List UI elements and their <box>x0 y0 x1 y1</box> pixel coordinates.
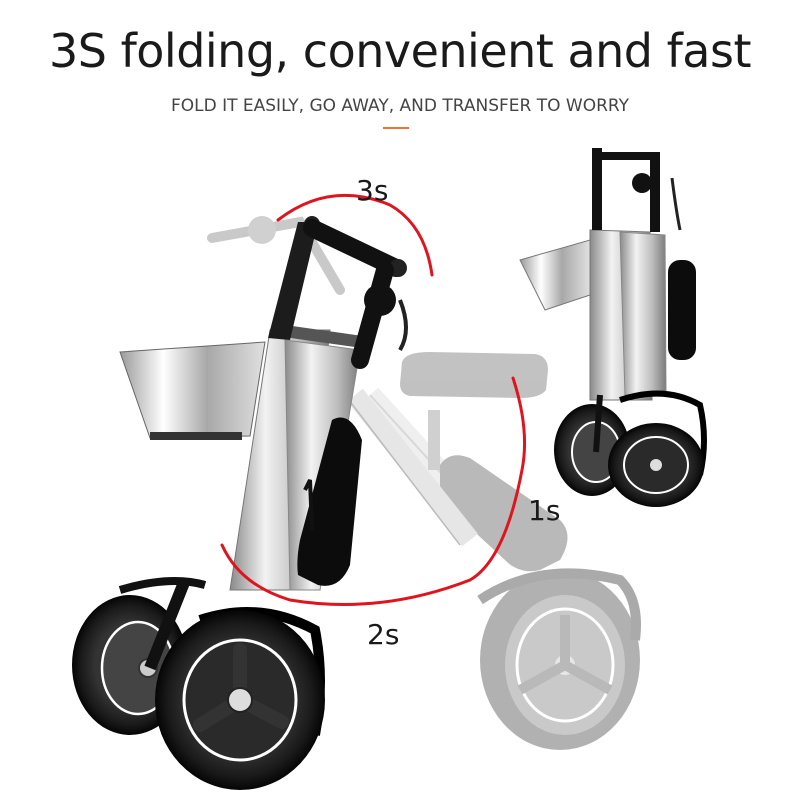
main-scooter <box>72 216 478 790</box>
arc-1s <box>468 376 527 582</box>
fold-arcs <box>220 193 527 606</box>
page-title: 3S folding, convenient and fast <box>49 24 752 78</box>
step-label-1s: 1s <box>528 494 561 527</box>
accent-divider <box>383 127 409 129</box>
folded-scooter <box>519 148 707 507</box>
ghost-scooter <box>207 216 641 750</box>
step-label-3s: 3s <box>356 174 389 207</box>
page-subtitle: FOLD IT EASILY, GO AWAY, AND TRANSFER TO… <box>170 96 630 116</box>
arc-2s <box>220 543 472 606</box>
arc-3s <box>276 193 434 277</box>
step-label-2s: 2s <box>367 618 400 651</box>
